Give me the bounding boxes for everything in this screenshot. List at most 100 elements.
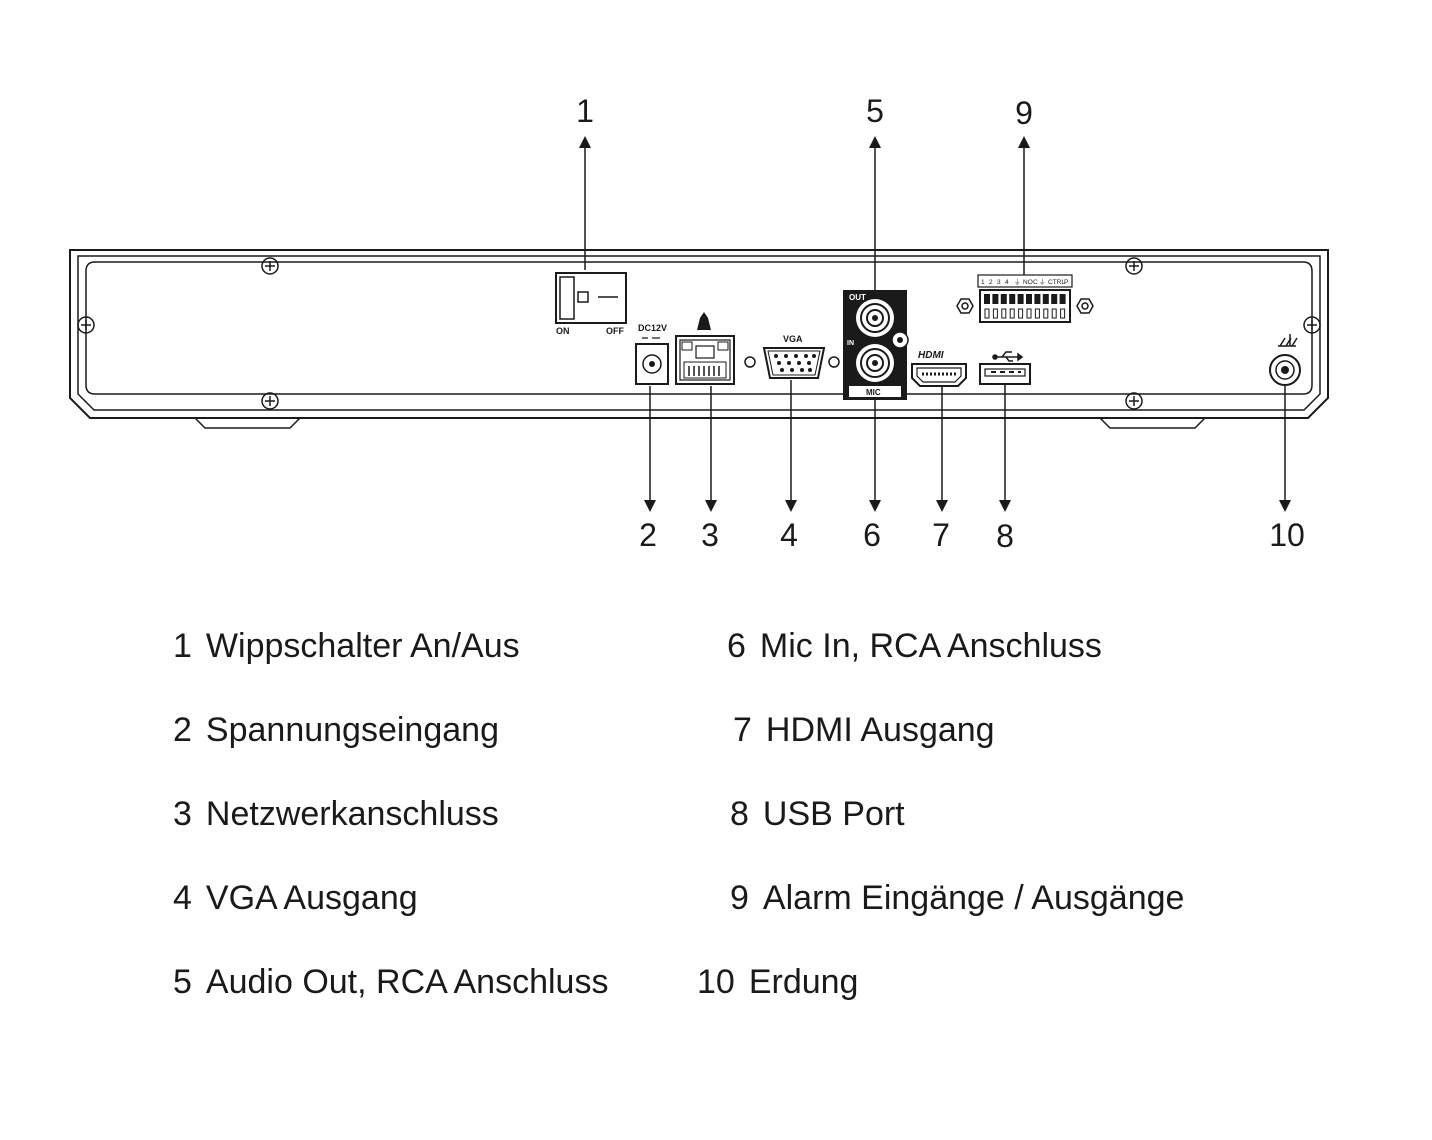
callout-number-8: 8 [996, 518, 1014, 554]
legend-text: Netzwerkanschluss [205, 795, 499, 833]
screw-icon [1125, 392, 1143, 410]
audio-out-rca-jack [856, 299, 894, 337]
screw-icon [77, 316, 95, 334]
mic-in-rca-jack [856, 344, 894, 382]
callout-number-2: 2 [639, 517, 657, 553]
legend-item-9: 9 Alarm Eingänge / Ausgänge [730, 878, 1184, 918]
legend-text: Spannungseingang [205, 711, 499, 749]
alarm-terminal-label: C [1033, 279, 1038, 286]
alarm-terminal-screw [1060, 308, 1066, 319]
alarm-terminal-screw [1018, 308, 1024, 319]
alarm-terminal-screw [1001, 308, 1007, 319]
alarm-terminal-label: 3 [997, 279, 1001, 286]
alarm-terminal-screw [984, 308, 990, 319]
legend-item-1: 1 Wippschalter An/Aus [173, 626, 520, 666]
legend-item-4: 4 VGA Ausgang [173, 878, 418, 918]
alarm-terminal-label: CTRL [1048, 279, 1065, 286]
audio-out-label: OUT [849, 293, 866, 302]
alarm-terminal-pin [992, 294, 999, 304]
network-port [675, 312, 735, 385]
alarm-terminal-pin [984, 294, 990, 304]
callout-numbers: 1 5 9 2 3 4 6 7 8 10 [576, 93, 1305, 554]
hex-standoff-icon [1076, 298, 1094, 314]
alarm-terminal-pin [1042, 294, 1049, 304]
alarm-terminal-label: P [1064, 279, 1068, 286]
usb-icon [992, 351, 1024, 362]
legend-number: 10 [697, 963, 735, 1001]
hex-standoff-icon [956, 298, 974, 314]
legend-number: 2 [173, 711, 192, 749]
screw-icon [1303, 316, 1321, 334]
alarm-terminal-label: 4 [1005, 279, 1009, 286]
alarm-terminal-screw [1034, 308, 1040, 319]
callout-number-5: 5 [866, 93, 884, 129]
legend-item-5: 5 Audio Out, RCA Anschluss [173, 962, 608, 1002]
ground-icon [1278, 334, 1298, 347]
legend-number: 5 [173, 963, 192, 1001]
alarm-terminal-label: 1 [981, 279, 985, 286]
legend-number: 7 [733, 711, 752, 749]
legend-item-6: 6 Mic In, RCA Anschluss [727, 626, 1102, 666]
alarm-terminal-pin [1000, 294, 1007, 304]
alarm-terminal-pin [1009, 294, 1016, 304]
usb-port [979, 351, 1031, 385]
hdmi-label: HDMI [918, 350, 944, 361]
callout-number-10: 10 [1269, 517, 1305, 553]
network-icon [697, 312, 711, 330]
dc-power-input: DC12V [635, 323, 669, 385]
alarm-terminal-pin [1017, 294, 1024, 304]
switch-off-label: OFF [606, 326, 624, 336]
nvr-rear-panel-diagram: ON OFF DC12V VGA OUT [69, 93, 1329, 554]
legend-number: 1 [173, 627, 192, 665]
hdmi-port: HDMI [911, 350, 967, 387]
legend-text: VGA Ausgang [205, 879, 418, 917]
callout-number-7: 7 [932, 517, 950, 553]
screw-icons [77, 257, 1321, 410]
legend-item-3: 3 Netzwerkanschluss [173, 794, 499, 834]
switch-on-label: ON [556, 326, 570, 336]
audio-block: OUT IN MIC [843, 290, 909, 400]
screw-icon [261, 257, 279, 275]
alarm-terminal-label: ⏚ [1039, 278, 1046, 286]
screw-icon [1125, 257, 1143, 275]
alarm-terminal-pin [1051, 294, 1058, 304]
alarm-terminal-screw [1026, 308, 1032, 319]
legend-text: Audio Out, RCA Anschluss [205, 963, 609, 1001]
legend-number: 3 [173, 795, 192, 833]
vga-label: VGA [783, 334, 803, 344]
callout-number-9: 9 [1015, 95, 1033, 131]
dc-label: DC12V [638, 323, 667, 333]
callout-number-3: 3 [701, 517, 719, 553]
legend-text: Alarm Eingänge / Ausgänge [762, 879, 1185, 917]
callout-number-6: 6 [863, 517, 881, 553]
legend-number: 4 [173, 879, 192, 917]
alarm-terminal-label: 2 [989, 279, 993, 286]
alarm-terminal-screw [992, 308, 998, 319]
legend-item-7: 7 HDMI Ausgang [733, 710, 995, 750]
chassis [69, 249, 1329, 429]
legend-text: HDMI Ausgang [765, 711, 995, 749]
legend-text: Mic In, RCA Anschluss [759, 627, 1102, 665]
ground-terminal [1269, 334, 1301, 386]
screw-icon [261, 392, 279, 410]
callout-number-4: 4 [780, 517, 798, 553]
alarm-terminal-label: NO [1023, 279, 1033, 286]
alarm-terminal-pin [1034, 294, 1041, 304]
alarm-terminal-pin [1059, 294, 1066, 304]
alarm-terminal-pin [1026, 294, 1032, 304]
legend-item-2: 2 Spannungseingang [173, 710, 499, 750]
legend-text: USB Port [762, 795, 905, 833]
audio-in-label: IN [847, 340, 854, 347]
callout-lines [579, 136, 1291, 512]
vga-port: VGA [744, 334, 840, 379]
alarm-terminal-label: ⏚ [1014, 278, 1021, 286]
legend-number: 9 [730, 879, 749, 917]
legend-number: 6 [727, 627, 746, 665]
callout-number-1: 1 [576, 93, 594, 129]
legend-text: Wippschalter An/Aus [205, 627, 520, 665]
mic-label: MIC [866, 388, 881, 397]
alarm-terminal-screw [1051, 308, 1057, 319]
rocker-switch: ON OFF [555, 272, 627, 336]
